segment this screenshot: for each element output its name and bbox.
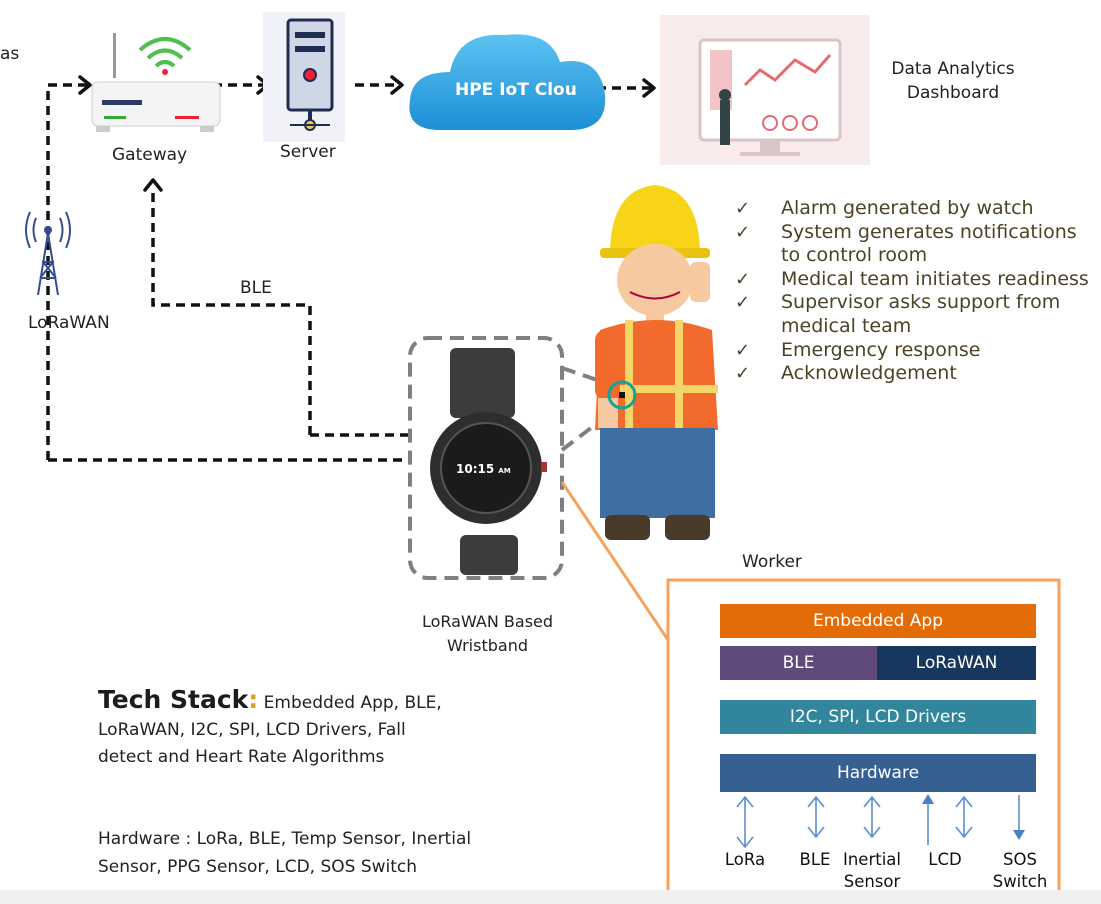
watch-icon <box>430 348 547 575</box>
hardware-arrows <box>736 795 1020 849</box>
tech-stack-line1: Tech Stack: Embedded App, BLE, <box>98 686 568 717</box>
checklist-item: ✓ System generates notifications to contr… <box>735 221 1101 268</box>
hw-label-sos-switch: SOS Switch <box>985 849 1055 893</box>
dashboard-illustration <box>660 15 870 165</box>
bottom-strip <box>0 890 1101 904</box>
ble-link-label: BLE <box>240 278 272 298</box>
cloud-label: HPE IoT Clou <box>455 80 577 100</box>
hw-label-lcd: LCD <box>915 849 975 871</box>
drivers-layer: I2C, SPI, LCD Drivers <box>720 700 1036 734</box>
cloud-icon <box>409 34 606 130</box>
check-icon: ✓ <box>735 339 751 361</box>
sos-arrow-head <box>1013 830 1025 840</box>
ble-layer: BLE <box>720 646 877 680</box>
dashboard-label-line1: Data Analytics <box>891 59 1015 79</box>
ble-line <box>151 190 412 437</box>
worker-illustration <box>595 185 718 540</box>
checklist-item: ✓ Supervisor asks support from medical te… <box>735 291 1101 338</box>
checklist-text: Acknowledgement <box>781 362 957 385</box>
check-icon: ✓ <box>735 292 751 314</box>
check-icon: ✓ <box>735 363 751 385</box>
hw-label-line: BLE <box>799 850 831 869</box>
wristband-label-line1: LoRaWAN Based <box>421 612 554 631</box>
arrow-head-cloud <box>390 75 404 95</box>
checklist-text: System generates notifications to contro… <box>781 220 1077 267</box>
server-icon <box>263 12 345 142</box>
hw-label-line: LoRa <box>724 850 766 869</box>
server-label: Server <box>280 142 336 162</box>
checklist-item: ✓ Alarm generated by watch <box>735 197 1101 221</box>
hardware-text: Hardware : LoRa, BLE, Temp Sensor, Inert… <box>98 829 472 849</box>
checklist-item: ✓ Emergency response <box>735 339 1101 363</box>
gateway-label: Gateway <box>112 145 188 165</box>
hw-label-line: SOS <box>1003 850 1037 869</box>
watch-time-value: 10:15 <box>456 462 495 476</box>
check-icon: ✓ <box>735 198 751 219</box>
response-checklist: ✓ Alarm generated by watch ✓ System genera… <box>735 197 1101 386</box>
checklist-text: Medical team initiates readiness <box>781 267 1089 290</box>
hw-label-line: Sensor <box>843 872 901 891</box>
tech-stack-title: Tech Stack <box>98 685 249 714</box>
dashboard-label-line2: Dashboard <box>906 83 1000 103</box>
worker-label: Worker <box>742 552 802 572</box>
hw-label-line: Inertial <box>842 850 901 869</box>
hw-label-line: Switch <box>992 872 1048 891</box>
embedded-app-layer: Embedded App <box>720 604 1036 638</box>
as-fragment: as <box>0 44 20 64</box>
watch-ampm: AM <box>498 467 511 475</box>
tech-stack-description: Tech Stack: Embedded App, BLE, LoRaWAN, … <box>98 686 568 771</box>
lorawan-layer: LoRaWAN <box>877 646 1036 680</box>
wristband-label-line2: Wristband <box>447 636 528 655</box>
hardware-text: Sensor, PPG Sensor, LCD, SOS Switch <box>98 857 418 877</box>
tech-stack-colon: : <box>248 685 259 714</box>
tech-stack-text: Embedded App, BLE, <box>258 693 442 713</box>
checklist-text: Alarm generated by watch <box>781 197 1034 219</box>
hardware-description: Hardware : LoRa, BLE, Temp Sensor, Inert… <box>98 825 568 881</box>
tech-stack-text: detect and Heart Rate Algorithms <box>98 747 385 767</box>
top-flow-arrows <box>46 83 653 462</box>
dashboard-label: Data Analytics Dashboard <box>868 57 1038 105</box>
lorawan-tower-icon <box>25 211 71 296</box>
hw-label-lora: LoRa <box>715 849 775 871</box>
arrow-head-ble-gateway <box>143 178 163 192</box>
arrow-head-dashboard <box>642 78 656 98</box>
checklist-item: ✓ Medical team initiates readiness <box>735 268 1101 292</box>
hw-label-line: LCD <box>928 850 962 869</box>
checklist-text: Supervisor asks support from medical tea… <box>781 291 1061 337</box>
check-icon: ✓ <box>735 268 751 290</box>
tech-stack-text: LoRaWAN, I2C, SPI, LCD Drivers, Fall <box>98 720 406 740</box>
checklist-item: ✓ Acknowledgement <box>735 362 1101 386</box>
router-icon <box>91 33 221 132</box>
watch-time: 10:15 AM <box>456 462 511 476</box>
wristband-label: LoRaWAN Based Wristband <box>390 610 585 658</box>
hardware-layer: Hardware <box>720 754 1036 792</box>
lorawan-tower-label: LoRaWAN <box>28 313 110 333</box>
checklist-text: Emergency response <box>781 338 981 361</box>
arrow-head-gateway <box>78 75 92 95</box>
check-icon: ✓ <box>735 221 751 243</box>
lcd-arrow-head <box>922 794 934 804</box>
hw-label-ble: BLE <box>790 849 840 871</box>
lorawan-to-gateway-line <box>46 83 88 460</box>
